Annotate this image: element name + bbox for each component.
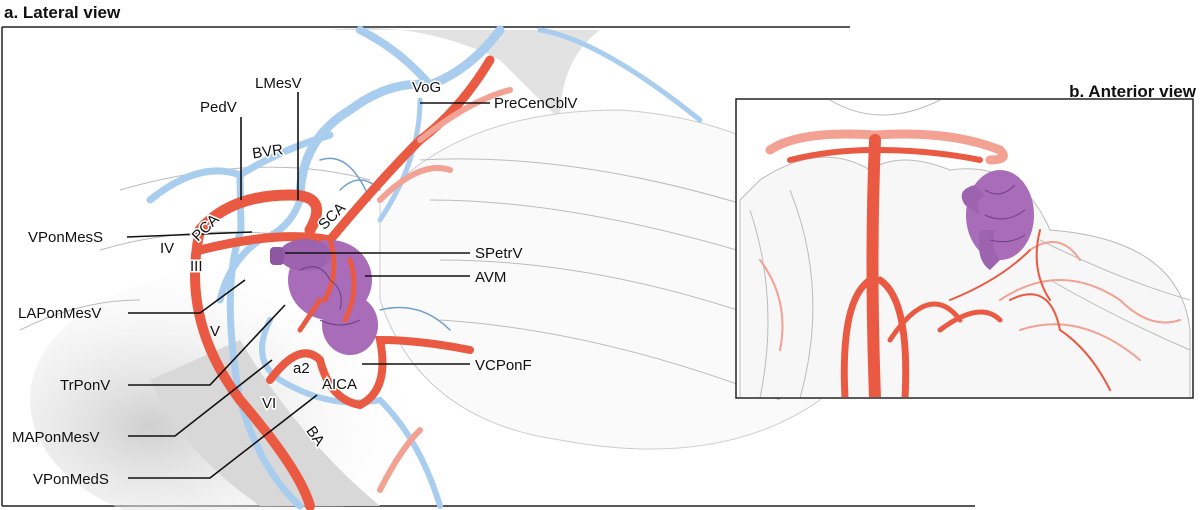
label-precencblv: PreCenCblV <box>494 95 577 112</box>
avm-nidus-anterior <box>961 170 1034 270</box>
label-iii: III <box>190 258 203 275</box>
anterior-view-panel <box>735 98 1194 399</box>
label-pedv: PedV <box>200 99 237 116</box>
label-vponmeds: VPonMedS <box>33 471 109 488</box>
label-trponv: TrPonV <box>60 377 110 394</box>
label-avm: AVM <box>475 269 506 286</box>
panel-b-title: b. Anterior view <box>1069 82 1196 101</box>
panel-a-title: a. Lateral view <box>4 3 121 22</box>
label-aica: AICA <box>322 376 357 393</box>
leader-lines <box>126 92 490 479</box>
label-laponmesv: LAPonMesV <box>18 305 101 322</box>
label-a2: a2 <box>293 360 310 377</box>
label-vcponf: VCPonF <box>475 357 532 374</box>
label-vi: VI <box>262 395 276 412</box>
label-iv: IV <box>160 240 174 257</box>
label-bvr: BVR <box>251 141 284 162</box>
label-spetrv: SPetrV <box>475 245 523 262</box>
label-vog: VoG <box>412 79 441 96</box>
avm-nidus <box>270 237 378 355</box>
lateral-view-drawing <box>19 25 857 510</box>
label-v: V <box>210 323 220 340</box>
label-lmesv: LMesV <box>255 75 302 92</box>
label-vponmess: VPonMesS <box>28 229 103 246</box>
label-maponmesv: MAPonMesV <box>12 429 100 446</box>
